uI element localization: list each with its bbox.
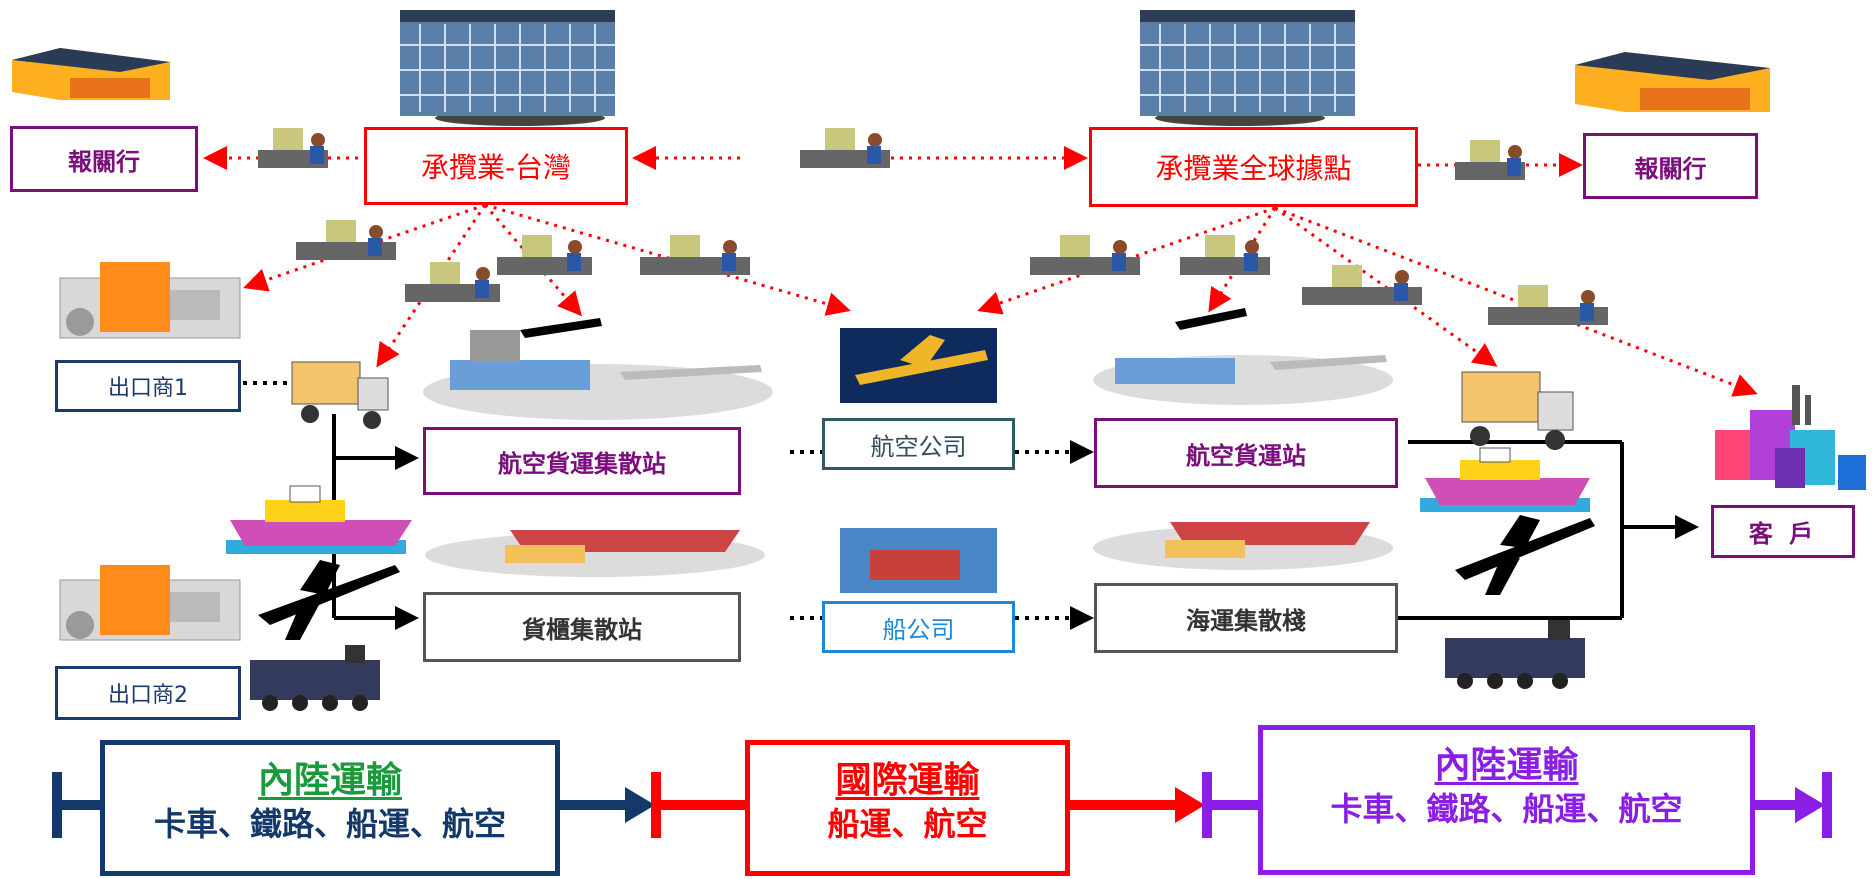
broker-box-left[interactable]: 報關行 bbox=[10, 126, 198, 192]
port-icon bbox=[425, 530, 765, 577]
train-icon bbox=[1445, 620, 1585, 689]
factory-icon bbox=[59, 565, 241, 641]
legend-inland-right: 內陸運輸 卡車、鐵路、船運、航空 bbox=[1258, 725, 1755, 875]
sea-warehouse-box[interactable]: 海運集散棧 bbox=[1094, 583, 1398, 653]
forwarder-taiwan-label: 承攬業-台灣 bbox=[420, 151, 572, 184]
legend-title: 國際運輸 bbox=[835, 760, 980, 801]
legend-international: 國際運輸 船運、航空 bbox=[745, 740, 1070, 876]
container-station-label: 貨櫃集散站 bbox=[522, 615, 642, 644]
air-consolidation-label: 航空貨運集散站 bbox=[498, 449, 666, 478]
ship-icon bbox=[1420, 447, 1590, 512]
forwarder-global-box[interactable]: 承攬業全球據點 bbox=[1089, 127, 1418, 207]
air-cargo-terminal-label: 航空貨運站 bbox=[1186, 441, 1306, 470]
airplane-icon bbox=[1455, 515, 1595, 595]
legend-title: 內陸運輸 bbox=[1434, 745, 1579, 786]
legend-subtitle: 卡車、鐵路、船運、航空 bbox=[1330, 790, 1683, 828]
train-icon bbox=[250, 645, 380, 711]
truck-icon bbox=[291, 361, 389, 429]
exporter1-label: 出口商1 bbox=[108, 376, 188, 401]
air-consolidation-box[interactable]: 航空貨運集散站 bbox=[423, 427, 741, 495]
legend-subtitle: 卡車、鐵路、船運、航空 bbox=[153, 805, 506, 843]
warehouse-icon bbox=[12, 48, 170, 100]
shipping-picture bbox=[840, 528, 997, 593]
city-icon bbox=[1715, 385, 1866, 490]
legend-arrows bbox=[52, 772, 1832, 838]
exporter1-box[interactable]: 出口商1 bbox=[55, 360, 241, 412]
broker-right-label: 報關行 bbox=[1634, 154, 1707, 183]
factory-icon bbox=[59, 262, 241, 339]
air-cargo-terminal-box[interactable]: 航空貨運站 bbox=[1094, 418, 1398, 488]
airline-picture bbox=[840, 328, 997, 403]
airport-icon bbox=[423, 330, 773, 420]
ship-icon bbox=[226, 485, 412, 554]
exporter2-box[interactable]: 出口商2 bbox=[55, 666, 241, 720]
port-icon bbox=[1093, 522, 1393, 570]
broker-box-right[interactable]: 報關行 bbox=[1583, 133, 1758, 199]
shipping-company-box[interactable]: 船公司 bbox=[822, 601, 1015, 653]
office-building-icon bbox=[1140, 10, 1355, 126]
airline-label: 航空公司 bbox=[870, 432, 967, 461]
forwarder-global-label: 承攬業全球據點 bbox=[1155, 152, 1352, 185]
legend-subtitle: 船運、航空 bbox=[827, 805, 988, 843]
airplane-icon bbox=[520, 308, 1247, 338]
airplane-icon bbox=[258, 560, 400, 640]
airport-icon bbox=[1093, 355, 1393, 405]
exporter2-label: 出口商2 bbox=[108, 683, 188, 708]
truck-icon bbox=[1461, 371, 1574, 450]
forwarder-taiwan-box[interactable]: 承攬業-台灣 bbox=[364, 127, 628, 205]
container-station-box[interactable]: 貨櫃集散站 bbox=[423, 592, 741, 662]
legend-title: 內陸運輸 bbox=[257, 760, 402, 801]
customer-label: 客 戶 bbox=[1748, 520, 1818, 548]
warehouse-icon bbox=[1575, 52, 1770, 112]
customer-box[interactable]: 客 戶 bbox=[1711, 505, 1855, 558]
dotted-black-links bbox=[243, 381, 1094, 630]
shipping-company-label: 船公司 bbox=[882, 615, 955, 644]
legend-inland-left: 內陸運輸 卡車、鐵路、船運、航空 bbox=[100, 740, 560, 876]
broker-left-label: 報關行 bbox=[68, 147, 140, 176]
computer-operator-icon bbox=[258, 128, 1608, 325]
sea-warehouse-label: 海運集散棧 bbox=[1186, 606, 1306, 635]
airline-box[interactable]: 航空公司 bbox=[822, 418, 1015, 470]
office-building-icon bbox=[400, 10, 615, 126]
